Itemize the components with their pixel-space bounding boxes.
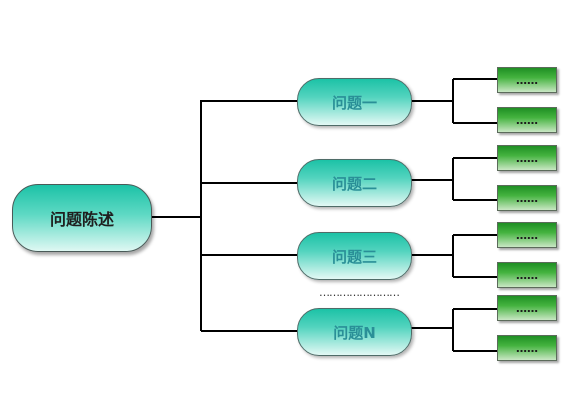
detail-node: ……: [497, 295, 557, 321]
detail-node: ……: [497, 222, 557, 248]
question-node-1: 问题一: [297, 78, 412, 126]
detail-node: ……: [497, 262, 557, 288]
detail-node: ……: [497, 67, 557, 93]
detail-node: ……: [497, 335, 557, 361]
detail-node: ……: [497, 185, 557, 211]
question-node-n: 问题N: [297, 308, 412, 356]
detail-node: ……: [497, 145, 557, 171]
problem-statement-node: 问题陈述: [12, 184, 152, 252]
question-node-3: 问题三: [297, 232, 412, 280]
question-node-2: 问题二: [297, 159, 412, 207]
detail-node: ……: [497, 107, 557, 133]
more-questions-ellipsis: ……………………: [319, 286, 400, 299]
